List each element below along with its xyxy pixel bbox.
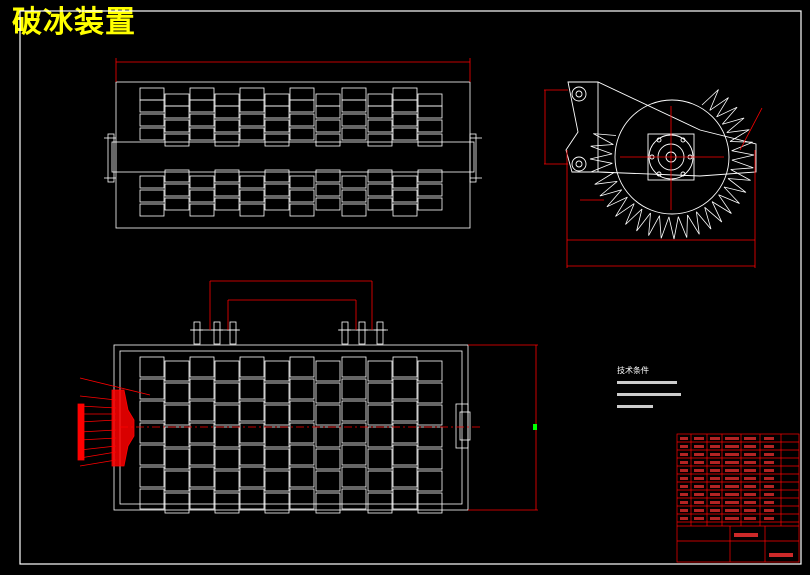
title-block [676,433,800,563]
notes-heading: 技术条件 [617,365,649,375]
top-view-dimension [115,58,471,82]
side-view [544,81,763,268]
technical-notes: 技术条件 [617,365,681,408]
bom-text-placeholders [680,437,793,557]
drawing-title: 破冰装置 [12,5,136,40]
sheet-border [19,10,802,565]
front-view-dimensions [120,280,538,511]
left-end-detail [77,377,151,467]
top-view [104,81,482,229]
front-view [113,321,471,514]
grip-marker [533,424,537,430]
